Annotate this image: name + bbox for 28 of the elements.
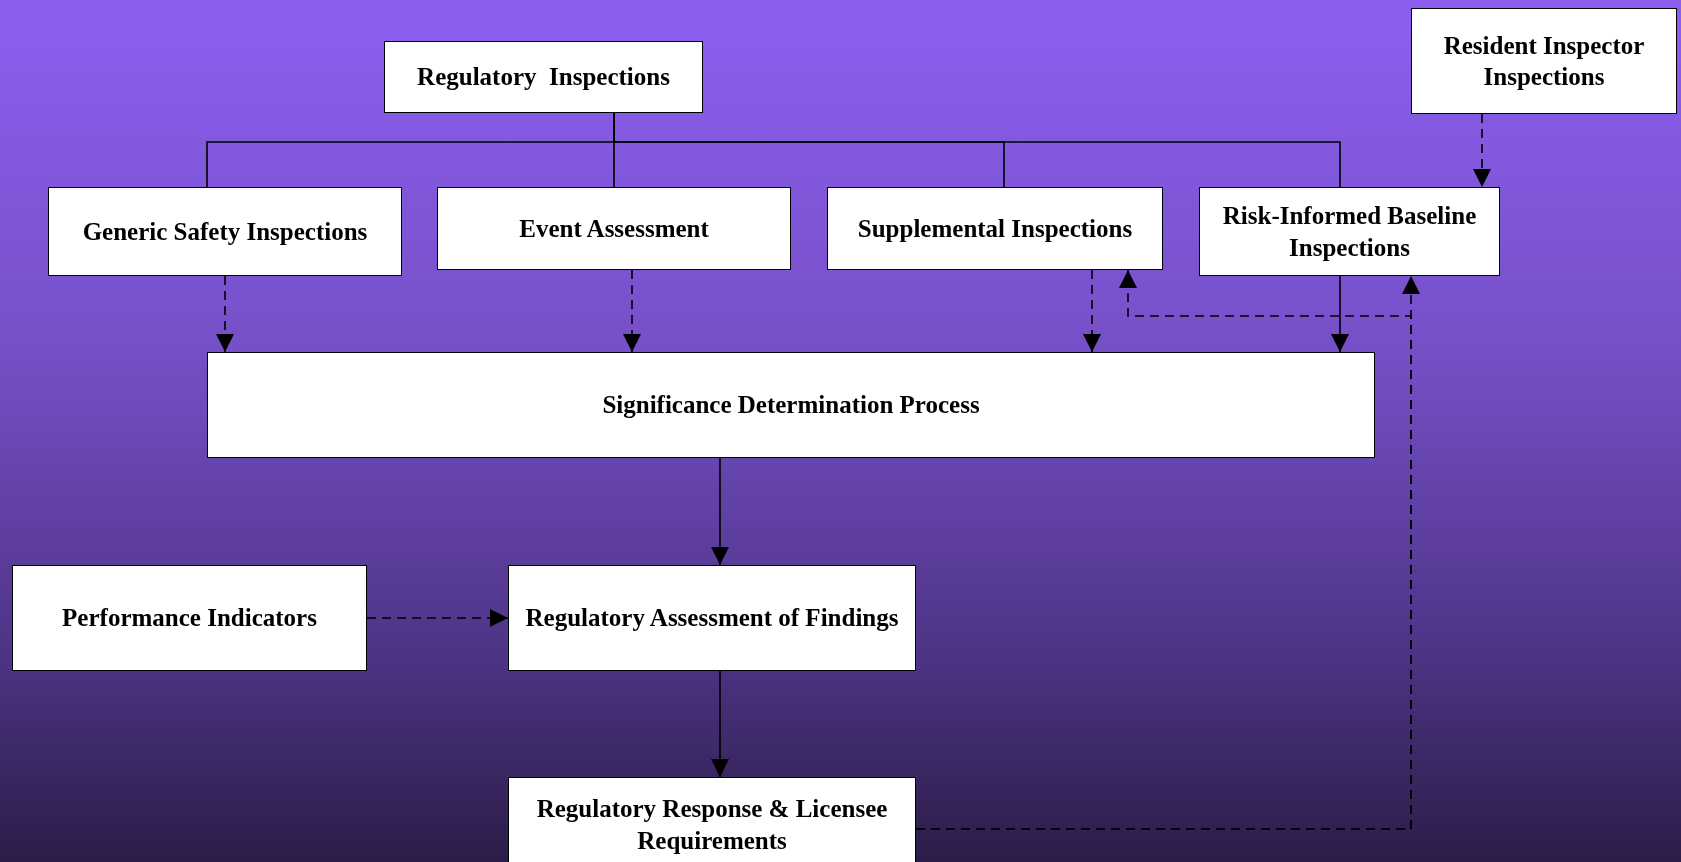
box-text: Event Assessment (519, 213, 709, 244)
process-box (384, 41, 703, 113)
box-text: Performance Indicators (62, 603, 317, 634)
box-text: Regulatory Response & Licensee Requirements (535, 794, 889, 856)
box-text: Regulatory Inspections (417, 62, 670, 93)
arrow (623, 269, 641, 353)
process-box (437, 187, 791, 270)
process-box (827, 187, 1163, 270)
process-box (508, 565, 916, 671)
box-text: Generic Safety Inspections (82, 216, 368, 247)
box-text: Regulatory Assessment of Findings (525, 603, 899, 634)
arrow (1083, 269, 1101, 353)
arrow (366, 609, 509, 627)
process-box (48, 187, 402, 276)
box-text: Resident Inspector Inspections (1442, 30, 1646, 92)
box-text: Significance Determination Process (602, 390, 980, 421)
process-box (1411, 8, 1677, 114)
arrow (216, 275, 234, 353)
process-box (1199, 187, 1500, 276)
arrow (1473, 113, 1491, 188)
arrow (711, 670, 729, 778)
box-text: Supplemental Inspections (857, 213, 1133, 244)
process-box (508, 777, 916, 862)
arrow (1331, 275, 1349, 353)
arrow (711, 457, 729, 566)
box-text: Risk-Informed Baseline Inspections (1221, 201, 1478, 263)
process-box (207, 352, 1375, 458)
process-box (12, 565, 367, 671)
